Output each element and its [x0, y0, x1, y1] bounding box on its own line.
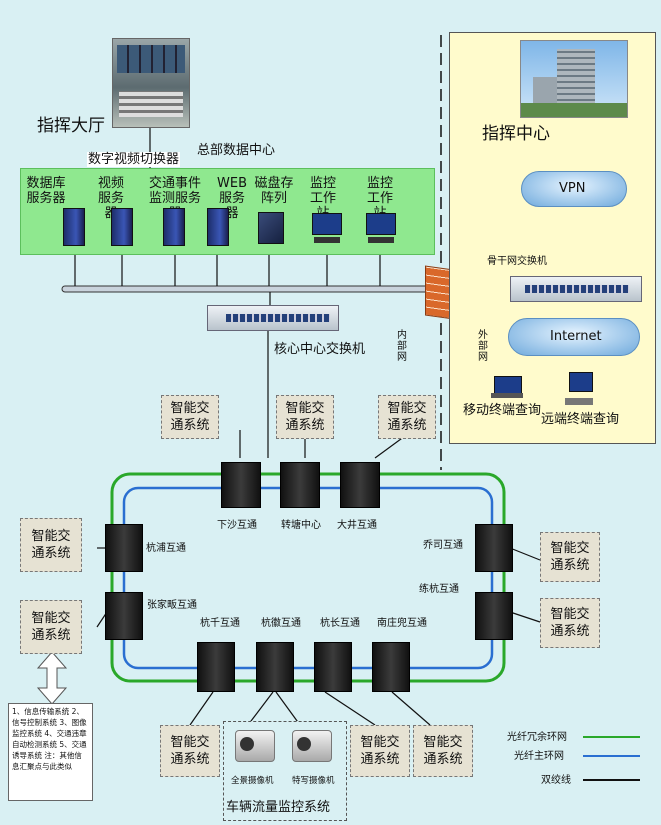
ring-switch-icon: [197, 642, 235, 692]
core-switch-label: 核心中心交换机: [274, 342, 366, 357]
workstation-icon: [312, 213, 342, 245]
external-net-label: 外部网: [478, 330, 488, 363]
vpn-cloud-icon: [521, 171, 627, 207]
its-box: 智能交通系统: [540, 598, 600, 648]
building-photo: [520, 40, 628, 118]
closeup-camera-label: 特写摄像机: [292, 776, 335, 786]
node-label-dajing: 大井互通: [337, 520, 377, 531]
ring-switch-icon: [475, 524, 513, 572]
panoramic-camera-label: 全景摄像机: [231, 776, 274, 786]
ring-switch-icon: [105, 592, 143, 640]
mobile-query-label: 移动终端查询: [463, 403, 542, 418]
internal-net-label: 内部网: [397, 330, 407, 363]
camera-icon: [292, 730, 332, 762]
video-server-icon: [111, 208, 133, 246]
remote-query-label: 远端终端查询: [541, 412, 620, 427]
internet-cloud-icon: [508, 318, 640, 356]
its-box: 智能交通系统: [378, 395, 436, 439]
node-label-zhuantang: 转塘中心: [281, 520, 321, 531]
backbone-switch-label: 骨干网交换机: [487, 256, 547, 267]
node-label-hangchang: 杭长互通: [320, 618, 360, 629]
ring-switch-icon: [372, 642, 410, 692]
its-box: 智能交通系统: [20, 518, 82, 572]
node-label-lianhang: 练杭互通: [419, 584, 459, 595]
node-label-xiasha: 下沙互通: [217, 520, 257, 531]
hq-datacenter-label: 总部数据中心: [197, 143, 276, 158]
ring-switch-icon: [314, 642, 352, 692]
its-box: 智能交通系统: [160, 725, 220, 777]
node-label-nanzhuangdou: 南庄兜互通: [377, 618, 427, 629]
video-switcher-label: 数字视频切换器: [87, 152, 181, 167]
server-label-3: WEB服务器: [217, 176, 247, 221]
database-server-icon: [63, 208, 85, 246]
ring-switch-icon: [475, 592, 513, 640]
web-server-icon: [207, 208, 229, 246]
workstation-icon: [366, 213, 396, 245]
its-box: 智能交通系统: [276, 395, 334, 439]
server-label-0: 数据库服务器: [26, 176, 66, 206]
its-box: 智能交通系统: [20, 600, 82, 654]
ring-switch-icon: [280, 462, 320, 508]
laptop-icon: [491, 376, 523, 400]
node-label-zhangjiafan: 张家畈互通: [147, 600, 197, 611]
ring-switch-icon: [340, 462, 380, 508]
command-hall-photo: [112, 38, 190, 128]
disk-array-icon: [258, 212, 284, 244]
legend-label-twisted: 双绞线: [541, 775, 571, 786]
node-label-hanghui: 杭徽互通: [261, 618, 301, 629]
core-switch-icon: [207, 305, 339, 331]
ring-switch-icon: [221, 462, 261, 508]
backbone-switch-icon: [510, 276, 642, 302]
legend-label-main: 光纤主环网: [514, 751, 564, 762]
vehicle-monitoring-label: 车辆流量监控系统: [226, 800, 331, 815]
vpn-label: VPN: [559, 181, 586, 196]
server-label-4: 磁盘存阵列: [254, 176, 294, 206]
ring-switch-icon: [105, 524, 143, 572]
command-center-label: 指挥中心: [482, 124, 550, 144]
ring-switch-icon: [256, 642, 294, 692]
desktop-pc-icon: [565, 372, 593, 410]
its-items-note: 1、信息传输系统 2、信号控制系统 3、图像监控系统 4、交通违章自动检测系统 …: [8, 703, 93, 801]
its-box: 智能交通系统: [413, 725, 473, 777]
legend-label-redundant: 光纤冗余环网: [507, 732, 567, 743]
node-label-qiaosi: 乔司互通: [423, 540, 463, 551]
its-box: 智能交通系统: [350, 725, 410, 777]
node-label-hangpu: 杭浦互通: [146, 543, 186, 554]
camera-icon: [235, 730, 275, 762]
its-box: 智能交通系统: [540, 532, 600, 582]
internet-label: Internet: [550, 329, 602, 344]
its-box: 智能交通系统: [161, 395, 219, 439]
node-label-hangqian: 杭千互通: [200, 618, 240, 629]
event-server-icon: [163, 208, 185, 246]
hall-label: 指挥大厅: [37, 116, 105, 136]
